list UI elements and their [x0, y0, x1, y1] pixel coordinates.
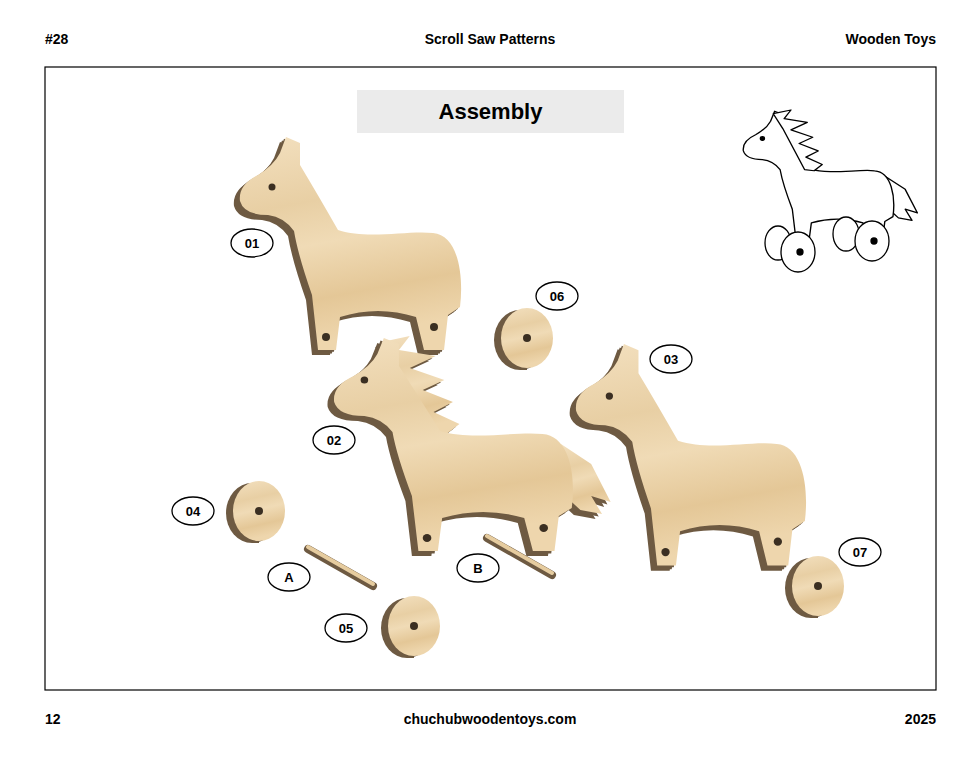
callout-number: B	[473, 561, 482, 576]
header-title: Scroll Saw Patterns	[425, 31, 556, 47]
callout-outline	[457, 554, 499, 582]
website: chuchubwoodentoys.com	[404, 711, 577, 727]
callout-number: A	[284, 570, 293, 585]
callout-number: 04	[186, 504, 200, 519]
horse-part	[327, 336, 610, 556]
callout-bubble: 02	[312, 425, 356, 455]
title-band: Assembly	[357, 90, 624, 133]
callout-number: 03	[664, 352, 678, 367]
callout-number: 05	[339, 621, 353, 636]
page-frame	[45, 67, 936, 690]
callout-bubble: 07	[838, 537, 882, 567]
wheel-part	[226, 308, 844, 658]
callout-outline	[268, 563, 310, 591]
callout-bubble: 03	[649, 344, 693, 374]
callout-outline	[325, 614, 367, 642]
header-category: Wooden Toys	[846, 31, 936, 47]
axle-part	[308, 536, 552, 586]
callout-number: 06	[550, 289, 564, 304]
callout-number: 07	[853, 545, 867, 560]
title-text: Assembly	[439, 99, 543, 125]
callout-bubble: B	[456, 553, 500, 583]
callout-outline	[839, 538, 881, 566]
callout-bubble: 05	[324, 613, 368, 643]
callout-outline	[650, 345, 692, 373]
callout-number: 01	[245, 236, 259, 251]
year: 2025	[905, 711, 936, 727]
callout-outline	[172, 497, 214, 525]
callout-number: 02	[327, 433, 341, 448]
pattern-number: #28	[45, 31, 68, 47]
page-number: 12	[45, 711, 61, 727]
callout-outline	[536, 282, 578, 310]
callout-bubble: 01	[230, 228, 274, 258]
horse-part	[570, 344, 806, 571]
finished-toy-sketch	[743, 110, 917, 272]
callout-bubble: 06	[535, 281, 579, 311]
callout-outline	[231, 229, 273, 257]
callout-bubble: A	[267, 562, 311, 592]
callout-outline	[313, 426, 355, 454]
callout-bubble: 04	[171, 496, 215, 526]
